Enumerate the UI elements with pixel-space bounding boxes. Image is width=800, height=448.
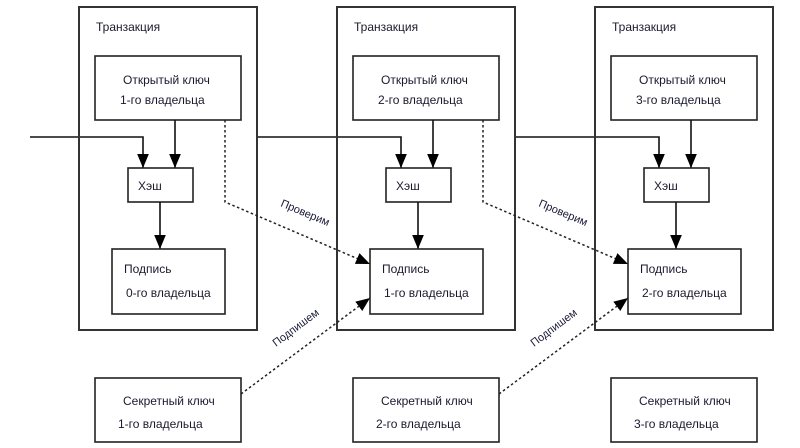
public-key-owner: 3-го владельца xyxy=(636,93,721,107)
verify-edge-2 xyxy=(482,120,629,265)
public-key-label: Открытый ключ xyxy=(123,73,210,87)
secret-key-owner: 1-го владельца xyxy=(118,417,203,431)
transaction-title: Транзакция xyxy=(612,20,676,34)
transaction-title: Транзакция xyxy=(354,20,418,34)
secret-key-label: Секретный ключ xyxy=(639,394,731,408)
signature-box xyxy=(111,248,226,315)
secret-key-2: Секретный ключ 2-го владельца xyxy=(352,377,500,443)
secret-key-owner: 2-го владельца xyxy=(376,417,461,431)
secret-key-box xyxy=(94,377,242,443)
public-key-box xyxy=(352,55,500,121)
transaction-frame xyxy=(78,6,258,331)
chain-line-1-2 xyxy=(257,136,407,168)
secret-key-box xyxy=(610,377,758,443)
public-key-owner: 1-го владельца xyxy=(120,93,205,107)
public-key-box xyxy=(94,55,242,121)
secret-key-label: Секретный ключ xyxy=(381,394,473,408)
hash-box xyxy=(385,167,452,203)
hash-label: Хэш xyxy=(654,179,678,193)
transaction-frame xyxy=(336,6,516,331)
chain-lines xyxy=(30,136,665,168)
chain-line-2-3 xyxy=(515,136,665,168)
public-key-label: Открытый ключ xyxy=(381,73,468,87)
hash-label: Хэш xyxy=(138,179,162,193)
public-key-box xyxy=(610,55,758,121)
sign-label: Подпишем xyxy=(271,307,322,350)
signature-box xyxy=(369,248,484,315)
signature-label: Подпись xyxy=(640,262,688,276)
secret-key-label: Секретный ключ xyxy=(123,394,215,408)
verify-label: Проверим xyxy=(537,198,589,229)
public-key-label: Открытый ключ xyxy=(639,73,726,87)
signature-label: Подпись xyxy=(382,262,430,276)
transaction-title: Транзакция xyxy=(96,20,160,34)
transaction-frame xyxy=(594,6,774,331)
secret-key-3: Секретный ключ 3-го владельца xyxy=(610,377,758,443)
verify-label: Проверим xyxy=(279,198,331,229)
secret-key-box xyxy=(352,377,500,443)
sign-edge-2 xyxy=(498,297,629,395)
signature-owner: 2-го владельца xyxy=(642,286,727,300)
public-key-owner: 2-го владельца xyxy=(378,93,463,107)
secret-key-1: Секретный ключ 1-го владельца xyxy=(94,377,242,443)
hash-box xyxy=(127,167,194,203)
signature-label: Подпись xyxy=(124,262,172,276)
hash-label: Хэш xyxy=(396,179,420,193)
sign-label: Подпишем xyxy=(529,307,580,350)
secret-key-owner: 3-го владельца xyxy=(634,417,719,431)
signature-owner: 0-го владельца xyxy=(126,286,211,300)
signature-owner: 1-го владельца xyxy=(384,286,469,300)
chain-line-incoming xyxy=(30,136,149,168)
sign-edge-1 xyxy=(240,297,371,395)
verify-edge-1 xyxy=(224,120,371,265)
signature-box xyxy=(627,248,742,315)
